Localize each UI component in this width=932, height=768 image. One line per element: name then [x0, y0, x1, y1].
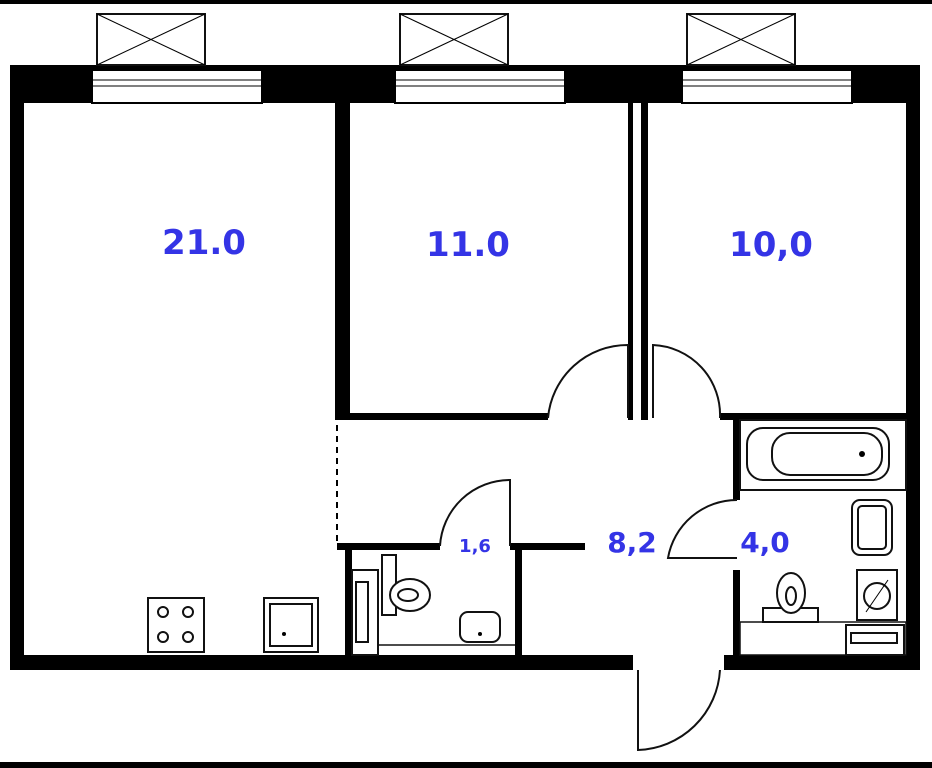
wc-sink-icon: [459, 611, 501, 643]
room-area-bedroom-1: 11.0: [426, 225, 510, 265]
kitchen-sink-icon: [263, 597, 319, 653]
interior-walls: [335, 103, 906, 655]
fixtures: [147, 419, 907, 656]
window-2: [394, 13, 566, 104]
bathroom-toilet-icon: [762, 572, 819, 623]
windows: [91, 13, 853, 104]
room-area-hallway: 8,2: [607, 526, 657, 559]
room-area-wc: 1,6: [459, 536, 491, 557]
doors: [439, 343, 738, 752]
room-area-bedroom-2: 10,0: [729, 225, 813, 265]
stove-icon: [147, 597, 205, 653]
room-labels: 21.0 11.0 10,0 8,2 4,0 1,6: [162, 223, 813, 559]
bathroom-sink-icon: [851, 499, 893, 556]
wc-toilet-icon: [381, 554, 431, 616]
window-1: [91, 13, 263, 104]
room-area-living-kitchen: 21.0: [162, 223, 246, 263]
window-3: [681, 13, 853, 104]
bathtub-icon: [739, 419, 907, 491]
washing-machine-icon: [856, 569, 898, 621]
room-area-bathroom: 4,0: [740, 526, 790, 559]
